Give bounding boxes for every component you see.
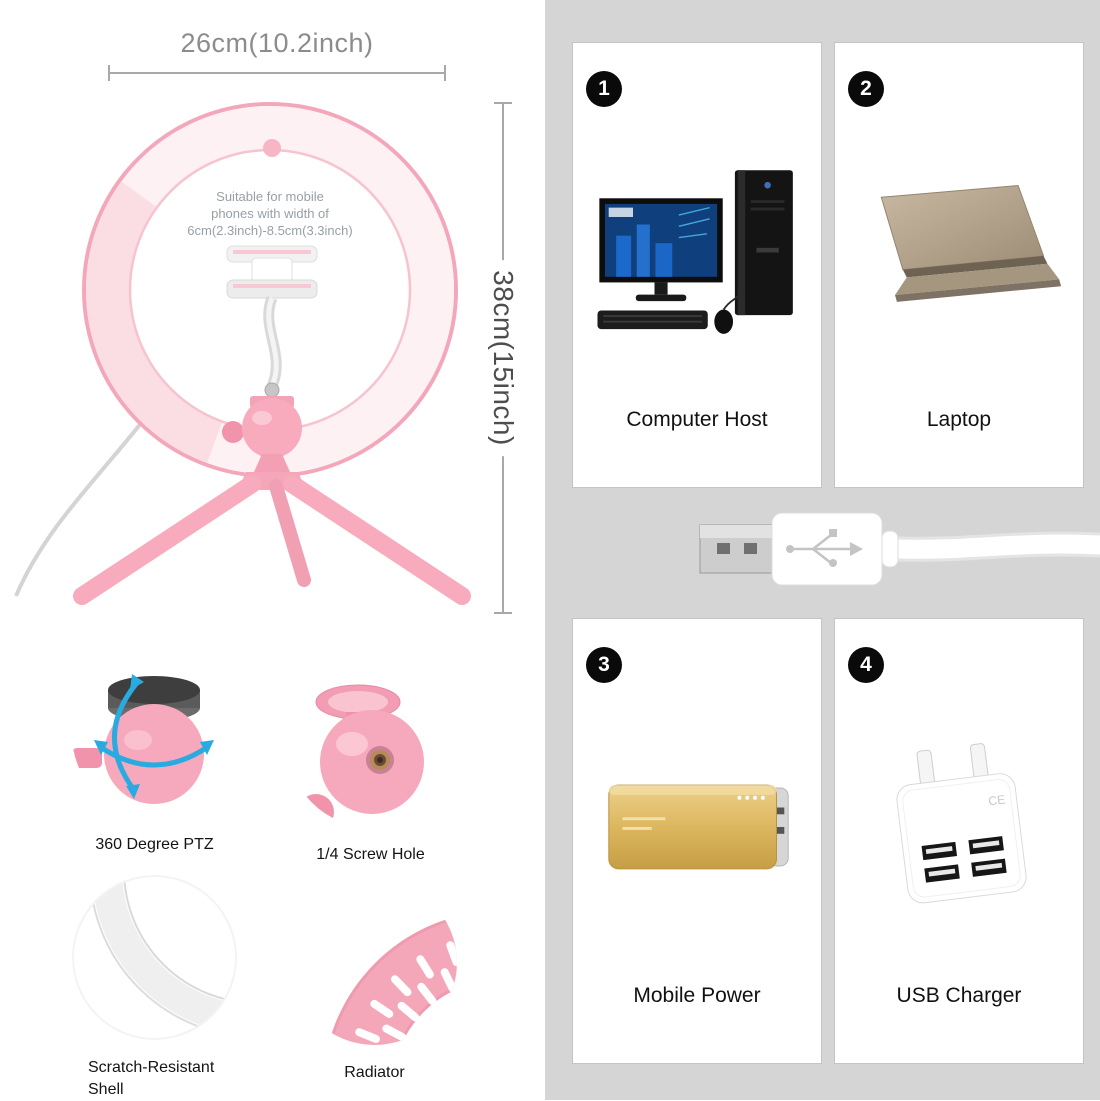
number-badge: 1 [586,71,622,107]
laptop-image [880,185,1062,302]
note-line: phones with width of [211,206,329,221]
ring-light-tripod-illustration [14,102,471,605]
ring-shading [86,106,454,474]
power-source-card-mobile-power: 3 Mobile Power [572,618,822,1064]
ball-head-rotation-icon [72,652,237,817]
callout-screw-hole: 1/4 Screw Hole [288,662,453,866]
svg-text:CE: CE [988,792,1007,808]
radiator-vents-icon [292,880,457,1045]
callout-radiator: Radiator [292,880,457,1084]
power-cable [14,420,144,597]
ring-top-button [263,139,281,157]
power-source-card-computer-host: 1 Computer Host [572,42,822,488]
callout-label: Scratch-Resistant Shell [88,1059,215,1098]
number-badge: 4 [848,647,884,683]
desktop-computer-image [597,170,793,334]
width-dimension-label: 26cm(10.2inch) [180,28,374,58]
power-source-panel: 1 Computer Host [545,0,1100,1100]
dimension-tick [108,65,110,81]
usb-charger-image: CE [896,743,1027,904]
screw-hole-icon [288,662,453,827]
power-source-card-laptop: 2 Laptop [834,42,1084,488]
width-dimension-line [108,72,446,74]
number-badge: 3 [586,647,622,683]
ring-shell-icon [72,875,237,1040]
note-line: 6cm(2.3inch)-8.5cm(3.3inch) [187,223,353,238]
product-illustration-panel: 26cm(10.2inch) 38cm(15inch) [0,0,545,1100]
callout-label: 1/4 Screw Hole [316,846,425,863]
height-dimension: 38cm(15inch) [478,102,530,614]
dimension-tick [494,102,512,104]
dimension-tick [444,65,446,81]
usb-trident-icon [790,534,855,564]
power-source-label: Laptop [926,408,992,431]
number-badge: 2 [848,71,884,107]
ball-head [222,382,302,472]
compatibility-note: Suitable for mobile phones with width of… [152,188,388,239]
phone-clip [226,245,318,299]
power-source-label: Computer Host [626,408,768,431]
note-line: Suitable for mobile [216,189,324,204]
usb-cable-image [699,512,1100,586]
tripod [73,472,471,605]
power-bank-image [608,784,789,870]
callout-label: Radiator [344,1064,405,1081]
power-source-label: Mobile Power [633,984,761,1007]
power-source-label: USB Charger [896,984,1022,1007]
callout-label: 360 Degree PTZ [95,836,214,853]
dimension-tick [494,612,512,614]
power-source-card-usb-charger: 4 CE USB Charger [834,618,1084,1064]
gooseneck-highlight [266,297,279,387]
callout-360-ptz: 360 Degree PTZ [72,652,237,856]
width-dimension: 26cm(10.2inch) [108,28,446,81]
callout-shell: Scratch-Resistant Shell [72,875,237,1101]
